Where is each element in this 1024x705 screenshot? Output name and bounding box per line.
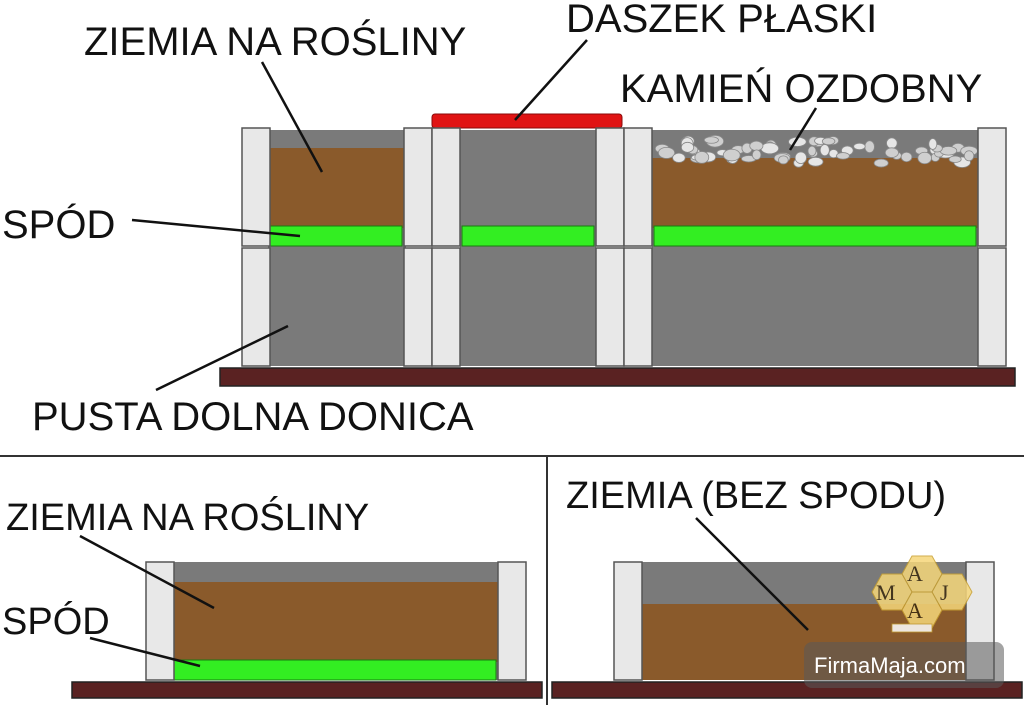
label-pusta-dolna-donica: PUSTA DOLNA DONICA: [32, 395, 474, 439]
bl-wall-posts: [145, 561, 527, 681]
stone: [749, 140, 764, 151]
br-leader-line: [695, 517, 809, 631]
stone: [819, 144, 830, 157]
logo-letter-a2: A: [907, 598, 923, 623]
stone: [807, 156, 824, 167]
left-upper-soil: [268, 148, 404, 228]
bl-soil: [172, 582, 498, 662]
logo-letter-j: J: [940, 580, 949, 605]
flat-roof: [431, 113, 623, 129]
stone: [836, 152, 850, 160]
middle-lower-interior: [460, 248, 596, 366]
stone: [680, 141, 695, 153]
right-lower-interior: [652, 248, 978, 366]
watermark-text: FirmaMaja.com: [814, 653, 966, 678]
decorative-stones: [654, 134, 978, 168]
wall-posts: [241, 127, 1007, 367]
stone: [864, 140, 875, 154]
stone: [751, 149, 762, 161]
label-ziemia-na-rosliny: ZIEMIA NA ROŚLINY: [84, 18, 466, 64]
bottom-left-assembly: ZIEMIA NA ROŚLINY SPÓD: [2, 494, 543, 699]
stone: [886, 137, 898, 149]
top-base-plank: [219, 367, 1016, 387]
stone: [884, 147, 899, 158]
br-label-ziemia-bez-spodu: ZIEMIA (BEZ SPODU): [566, 475, 946, 517]
stone: [900, 151, 913, 163]
stone: [703, 136, 719, 144]
stone: [722, 148, 741, 162]
stone: [807, 145, 817, 157]
stone: [873, 158, 889, 168]
label-daszek-plaski: DASZEK PŁASKI: [566, 0, 877, 41]
label-spod: SPÓD: [2, 202, 115, 247]
bl-bottom-plate: [173, 659, 497, 681]
logo-letter-a1: A: [907, 561, 923, 586]
middle-upper-bottom-plate: [461, 225, 595, 247]
top-leader-lines: [131, 39, 818, 392]
stone: [928, 138, 938, 150]
stone: [672, 152, 686, 163]
left-lower-interior: [268, 248, 406, 366]
stone: [963, 150, 975, 162]
bl-leader-lines: [79, 534, 215, 668]
stone: [853, 142, 866, 151]
stone: [917, 151, 932, 165]
stone: [948, 155, 962, 163]
right-upper-bottom-plate: [653, 225, 977, 247]
bl-label-spod: SPÓD: [2, 600, 110, 643]
bl-base-plank: [71, 681, 543, 699]
stone: [760, 142, 780, 155]
top-assembly: ZIEMIA NA ROŚLINY DASZEK PŁASKI KAMIEŃ O…: [2, 0, 1016, 439]
watermark-badge: FirmaMaja.com: [804, 642, 1004, 688]
right-upper-soil: [652, 158, 978, 228]
bl-label-ziemia: ZIEMIA NA ROŚLINY: [6, 494, 369, 539]
label-kamien-ozdobny: KAMIEŃ OZDOBNY: [620, 66, 982, 111]
maja-logo: M A J A: [871, 555, 973, 633]
stone: [778, 155, 789, 165]
stone: [794, 151, 807, 164]
stone: [821, 137, 836, 146]
logo-letter-m: M: [876, 580, 896, 605]
stone: [657, 146, 676, 159]
stone: [694, 151, 710, 164]
